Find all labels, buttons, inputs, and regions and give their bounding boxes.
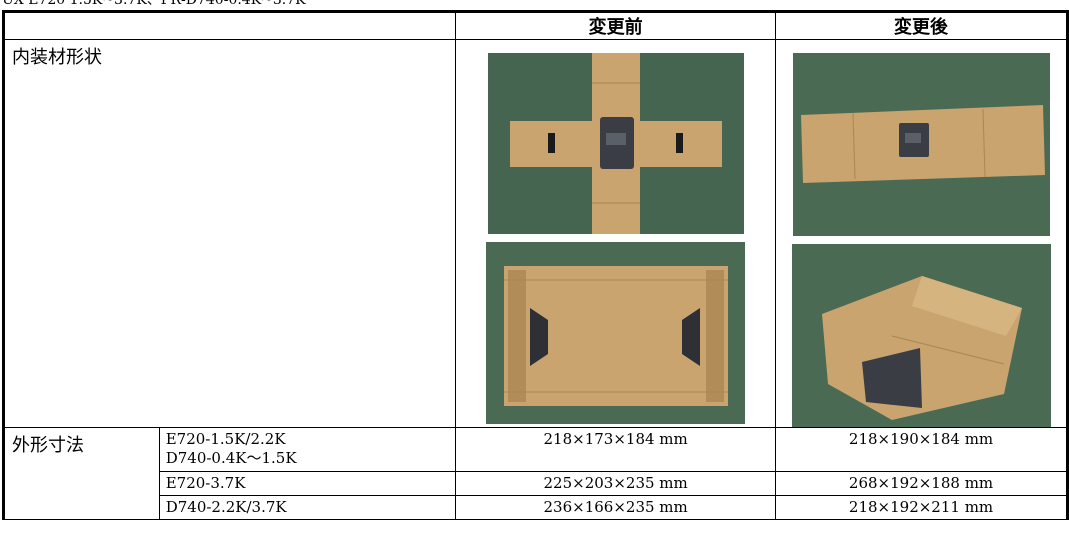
model-cell: D740-2.2K/3.7K (158, 495, 457, 520)
after-top-photo (792, 53, 1050, 236)
row-label-outer-dimensions: 外形寸法 (2, 427, 160, 520)
column-header-before: 変更前 (455, 10, 777, 40)
model-cell: E720-1.5K/2.2K D740-0.4K～1.5K (158, 427, 457, 472)
model-line: E720-3.7K (165, 474, 246, 492)
model-line: E720-1.5K/2.2K (165, 430, 286, 448)
clipped-header-text: UX E720 1.5K~3.7K、FR-D740-0.4K~3.7K (2, 0, 306, 8)
after-photos-cell (775, 39, 1069, 428)
before-bottom-photo (486, 242, 746, 424)
after-dimension: 218×192×211 mm (775, 495, 1069, 520)
before-dimension: 236×166×235 mm (455, 495, 777, 520)
after-dimension: 218×190×184 mm (775, 427, 1069, 472)
after-dimension: 268×192×188 mm (775, 471, 1069, 496)
model-cell: E720-3.7K (158, 471, 457, 496)
column-header-after: 変更後 (775, 10, 1069, 40)
before-photos-cell (455, 39, 777, 428)
before-top-photo (487, 53, 744, 234)
row-label-interior-shape: 内装材形状 (1, 39, 457, 428)
before-dimension: 218×173×184 mm (455, 427, 777, 472)
model-line: D740-0.4K～1.5K (165, 449, 297, 467)
before-dimension: 225×203×235 mm (455, 471, 777, 496)
after-bottom-photo (791, 244, 1051, 427)
packaging-comparison-table: 変更前 変更後 内装材形状 (1, 10, 1069, 520)
model-line: D740-2.2K/3.7K (165, 498, 287, 516)
header-blank-cell (1, 10, 457, 40)
